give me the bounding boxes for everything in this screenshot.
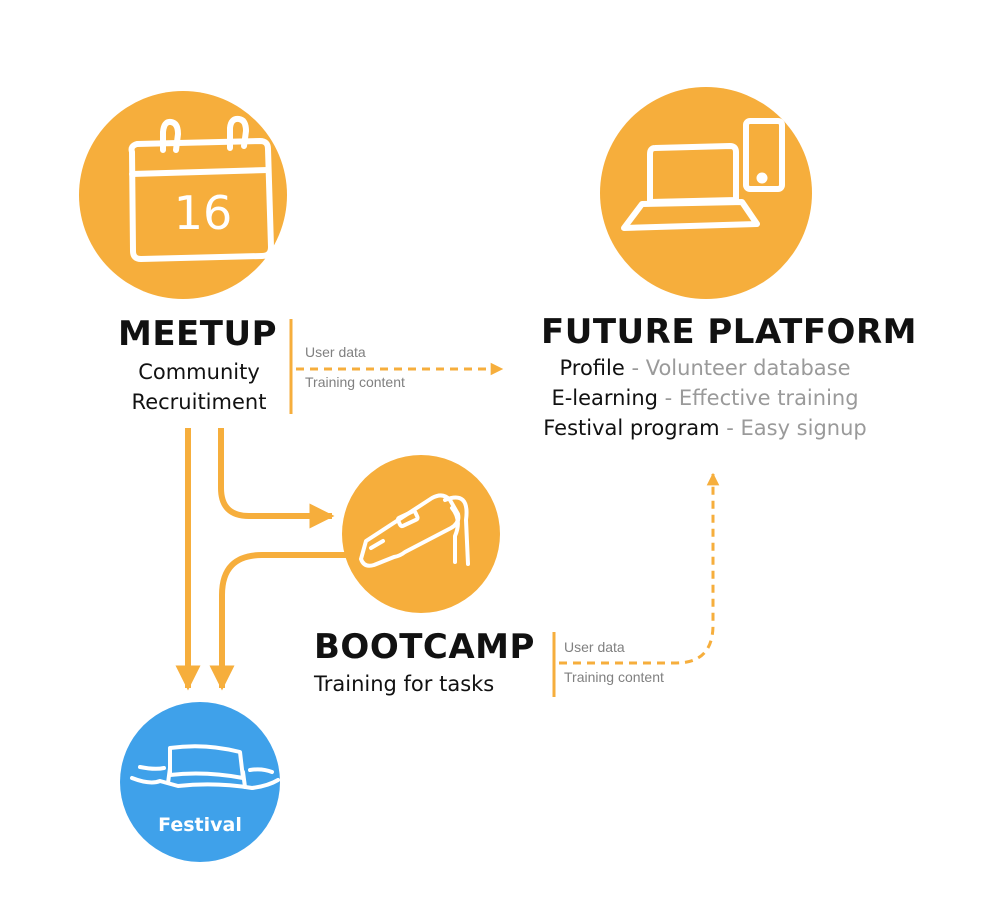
feature-benefit: Volunteer database [645, 356, 851, 380]
platform-feature-profile: Profile - Volunteer database [500, 356, 910, 380]
festival-label: Festival [158, 814, 242, 836]
bootcamp-flow-label-training-content: Training content [564, 669, 664, 685]
feature-separator: - [719, 416, 741, 440]
bootcamp-to-platform-arrow [559, 472, 720, 665]
laptop-phone-icon [621, 118, 785, 231]
meetup-title: MEETUP [118, 314, 278, 354]
meetup-flow-label-user-data: User data [305, 344, 366, 360]
future-platform-circle [600, 87, 812, 299]
calendar-day: 16 [174, 186, 233, 240]
bootcamp-title: BOOTCAMP [314, 627, 535, 667]
meetup-line-community: Community [138, 360, 260, 384]
bootcamp-flow-label-user-data: User data [564, 639, 625, 655]
feature-name: Festival program [543, 416, 720, 440]
platform-feature-festival-program: Festival program - Easy signup [500, 416, 910, 440]
festival-stage-icon [130, 744, 280, 790]
festival-circle [120, 702, 280, 862]
meetup-to-bootcamp-arrow [218, 428, 335, 529]
bootcamp-subtitle: Training for tasks [314, 672, 495, 696]
whistle-icon [359, 493, 470, 568]
bootcamp-to-festival-arrow [209, 552, 346, 691]
future-platform-title: FUTURE PLATFORM [541, 312, 917, 352]
feature-separator: - [624, 356, 646, 380]
feature-benefit: Easy signup [740, 416, 867, 440]
meetup-flow-label-training-content: Training content [305, 374, 405, 390]
meetup-line-recruitment: Recruitiment [131, 390, 267, 414]
calendar-icon [128, 115, 274, 262]
feature-name: E-learning [551, 386, 658, 410]
bootcamp-circle [342, 455, 500, 613]
feature-name: Profile [559, 356, 625, 380]
platform-feature-elearning: E-learning - Effective training [500, 386, 910, 410]
feature-separator: - [657, 386, 679, 410]
feature-benefit: Effective training [678, 386, 859, 410]
